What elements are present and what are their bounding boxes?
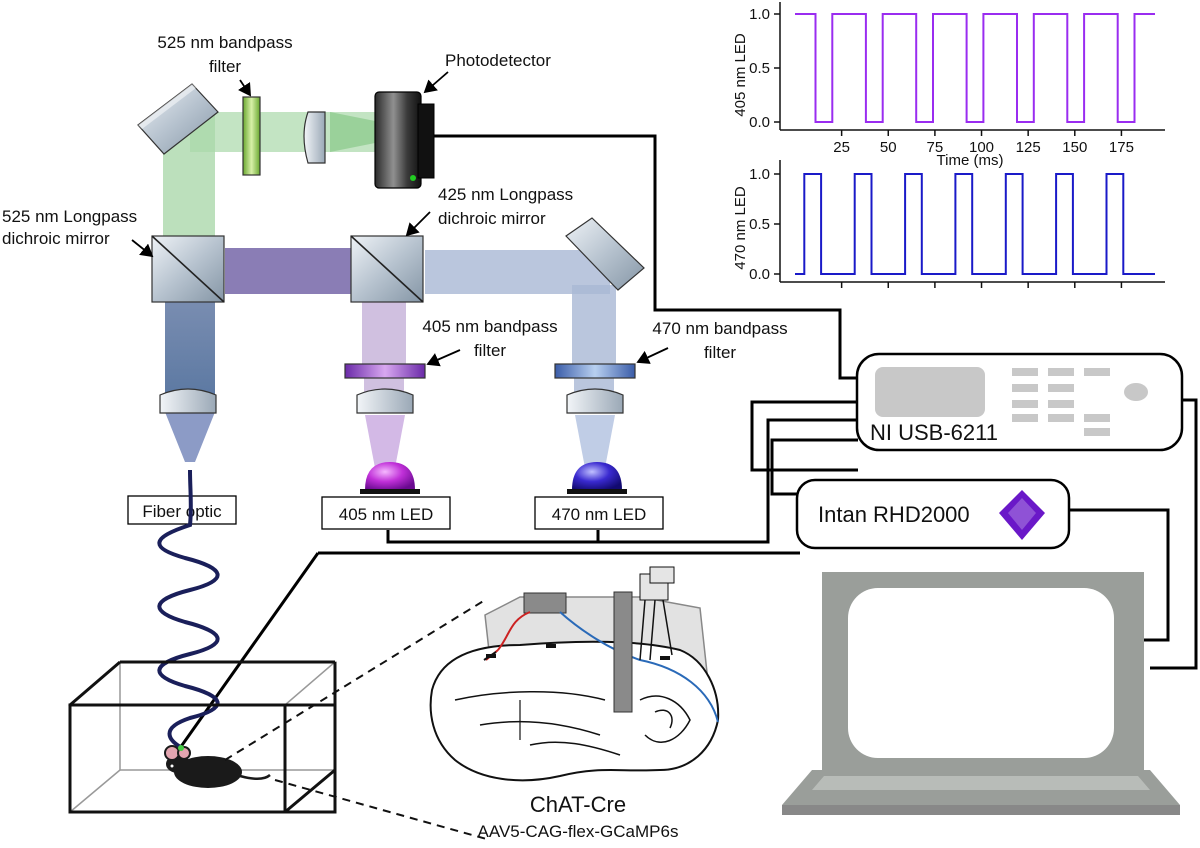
- label-photodetector: Photodetector: [445, 51, 551, 70]
- ytick-label: 0.5: [749, 216, 770, 233]
- led-405: [360, 462, 420, 494]
- purple-beam-horizontal: [225, 248, 355, 294]
- chart-405-led: 0.0 0.5 1.0 25 50 75 100 125 150 175 405 nm LED T…: [732, 2, 1165, 169]
- fold-mirror-top-left: [137, 83, 219, 155]
- xtick-label: 125: [1016, 139, 1041, 156]
- computer: [782, 572, 1180, 815]
- series-405-led: [795, 13, 1155, 123]
- dichroic-mirror-525: [151, 235, 225, 303]
- intan-logo-icon: [999, 490, 1045, 540]
- bandpass-filter-525: [242, 96, 261, 176]
- optical-components: [137, 83, 645, 494]
- fiber-optic-box: [127, 495, 237, 525]
- fold-mirror-right: [565, 217, 645, 291]
- label-bp525-line1: 525 nm bandpass: [157, 33, 292, 52]
- label-bp525-line2: filter: [209, 57, 241, 76]
- blue-beam-down: [572, 285, 616, 365]
- component-labels: 525 nm bandpass filter Photodetector 525…: [2, 33, 788, 530]
- ytick-label: 1.0: [749, 166, 770, 183]
- dichroic-mirror-425: [350, 235, 424, 303]
- label-led-405: 405 nm LED: [339, 505, 434, 524]
- label-ni-usb: NI USB-6211: [870, 420, 998, 445]
- xtick-label: 175: [1109, 139, 1134, 156]
- label-led-470: 470 nm LED: [552, 505, 647, 524]
- fiber-beam: [165, 302, 215, 397]
- label-fiber-optic: Fiber optic: [142, 502, 222, 521]
- bandpass-filter-470: [554, 363, 636, 379]
- label-virus: AAV5-CAG-flex-GCaMP6s: [478, 822, 679, 841]
- mouse: [164, 745, 271, 788]
- zoom-line-top: [224, 599, 486, 761]
- label-lp425-line1: 425 nm Longpass: [438, 185, 573, 204]
- label-bp405-line1: 405 nm bandpass: [422, 317, 557, 336]
- photodetector: [374, 91, 435, 189]
- label-bp470-line1: 470 nm bandpass: [652, 319, 787, 338]
- ylabel-470-led: 470 nm LED: [732, 186, 749, 270]
- lens-fiber: [159, 388, 217, 414]
- xtick-label: 75: [927, 139, 944, 156]
- ytick-label: 0.5: [749, 60, 770, 77]
- label-lp525-line2: dichroic mirror: [2, 229, 110, 248]
- label-bp405-line2: filter: [474, 341, 506, 360]
- xtick-label: 25: [833, 139, 850, 156]
- lens-detector: [303, 111, 326, 164]
- label-intan: Intan RHD2000: [818, 502, 970, 527]
- label-chat-cre: ChAT-Cre: [530, 792, 626, 817]
- ytick-label: 0.0: [749, 266, 770, 283]
- ylabel-405-led: 405 nm LED: [732, 33, 749, 117]
- violet-beam-cone: [365, 415, 405, 468]
- label-bp470-line2: filter: [704, 343, 736, 362]
- zoom-line-bottom: [274, 779, 491, 841]
- lens-405: [356, 388, 414, 414]
- ni-usb-6211-device: NI USB-6211: [855, 352, 1184, 452]
- label-lp525-line1: 525 nm Longpass: [2, 207, 137, 226]
- led-470-box: [534, 496, 664, 530]
- xlabel-time: Time (ms): [937, 152, 1004, 169]
- intan-rhd2000-device: Intan RHD2000: [795, 478, 1071, 550]
- fiber-coupling-cone: [165, 412, 215, 462]
- wires: [178, 134, 1198, 749]
- green-beam-focus: [330, 112, 380, 152]
- ytick-label: 0.0: [749, 114, 770, 131]
- ytick-label: 1.0: [749, 6, 770, 23]
- led-470: [567, 462, 627, 494]
- blue-beam-cone: [575, 415, 615, 468]
- behavior-arena: [67, 660, 338, 814]
- xtick-label: 50: [880, 139, 897, 156]
- xtick-label: 150: [1062, 139, 1087, 156]
- bandpass-filter-405: [344, 363, 426, 379]
- lens-470: [566, 388, 624, 414]
- xtick-label: 100: [969, 139, 994, 156]
- label-lp425-line2: dichroic mirror: [438, 209, 546, 228]
- chart-470-led: 0.0 0.5 1.0 470 nm LED: [732, 160, 1165, 288]
- violet-beam-down: [362, 302, 406, 364]
- brain-sagittal: [429, 566, 720, 782]
- led-405-box: [321, 496, 451, 530]
- series-470-led: [795, 173, 1155, 275]
